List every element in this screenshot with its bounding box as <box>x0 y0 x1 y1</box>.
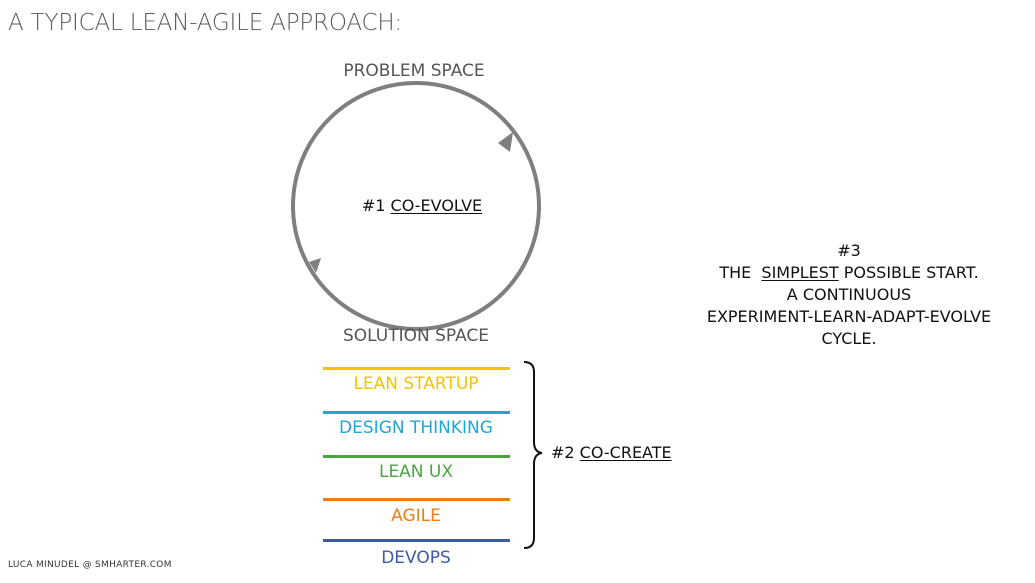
co-evolve-number: #1 <box>361 196 391 215</box>
note-line-2-prefix: THE <box>719 263 762 282</box>
note-line-3: A CONTINUOUS <box>786 285 912 304</box>
co-create-label: #2 CO-CREATE <box>551 443 672 462</box>
cycle-circle <box>291 81 541 331</box>
author-credit: LUCA MINUDEL @ SMHARTER.COM <box>8 560 172 570</box>
design-thinking-line <box>323 411 510 414</box>
cycle-arrow-upper <box>498 132 513 152</box>
lean-ux-label: LEAN UX <box>378 462 454 482</box>
agile-line <box>323 498 510 501</box>
lean-ux-line <box>323 455 510 458</box>
devops-line <box>323 539 510 542</box>
co-create-number: #2 <box>551 443 580 462</box>
lean-startup-label: LEAN STARTUP <box>353 374 479 394</box>
agile-label: AGILE <box>391 506 441 526</box>
cycle-arrow-lower <box>309 258 321 273</box>
co-evolve-label: #1 CO-EVOLVE <box>362 196 482 215</box>
note-line-2-suffix: POSSIBLE START. <box>838 263 979 282</box>
note-line-5: CYCLE. <box>821 329 877 348</box>
note-emphasis: SIMPLEST <box>761 263 839 282</box>
simplest-start-note: #3 THE SIMPLEST POSSIBLE START. A CONTIN… <box>688 240 1010 350</box>
lean-startup-line <box>323 367 510 370</box>
devops-label: DEVOPS <box>381 548 451 568</box>
solution-space-label: SOLUTION SPACE <box>342 326 490 346</box>
note-line-4: EXPERIMENT-LEARN-ADAPT-EVOLVE <box>706 307 992 326</box>
co-evolve-text: CO-EVOLVE <box>390 196 483 215</box>
design-thinking-label: DESIGN THINKING <box>339 418 493 438</box>
practices-brace <box>523 361 543 549</box>
co-create-text: CO-CREATE <box>579 443 672 462</box>
page-title: A TYPICAL LEAN-AGILE APPROACH: <box>8 10 402 36</box>
note-number: #3 <box>837 241 861 260</box>
problem-space-label: PROBLEM SPACE <box>343 61 485 81</box>
note-line-2: THE SIMPLEST POSSIBLE START. <box>688 262 1010 284</box>
